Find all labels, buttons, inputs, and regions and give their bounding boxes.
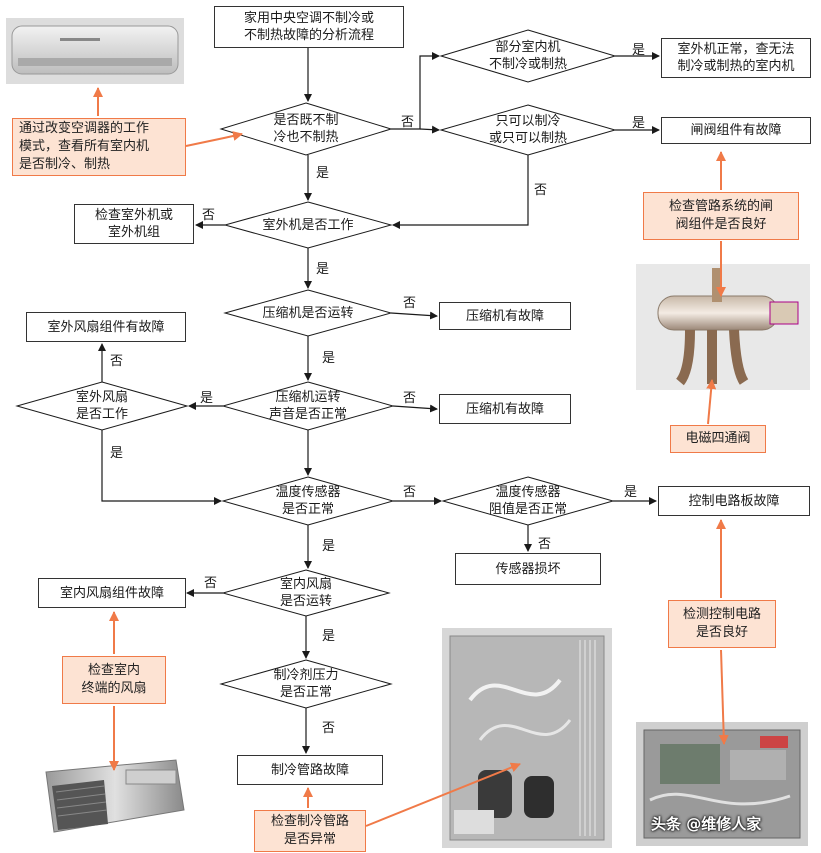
decision-compressor-running-text: 压缩机是否运转 xyxy=(262,305,354,321)
note-four-way-valve: 电磁四通阀 xyxy=(670,425,766,453)
note-check-indoor-fan: 检查室内 终端的风扇 xyxy=(62,656,166,704)
decision-partial-indoor-text: 部分室内机 不制冷或制热 xyxy=(488,40,567,72)
note-change-mode: 通过改变空调器的工作 模式，查看所有室内机 是否制冷、制热 xyxy=(12,118,186,176)
label-yes: 是 xyxy=(632,43,646,58)
note-check-pipe: 检查制冷管路 是否异常 xyxy=(254,810,366,852)
label-no: 否 xyxy=(322,721,336,736)
four-way-valve-photo xyxy=(636,264,810,390)
label-no: 否 xyxy=(202,208,216,223)
decision-partial-indoor xyxy=(439,29,617,83)
label-yes: 是 xyxy=(322,351,336,366)
result-outdoor-fan-fault: 室外风扇组件有故障 xyxy=(26,312,186,342)
label-yes: 是 xyxy=(200,391,214,406)
watermark-text: 头条 @维修人家 xyxy=(651,815,762,833)
result-indoor-fan-fault: 室内风扇组件故障 xyxy=(38,578,186,608)
label-yes: 是 xyxy=(110,446,124,461)
result-control-board-fault: 控制电路板故障 xyxy=(658,486,810,516)
note-check-circuit: 检测控制电路 是否良好 xyxy=(668,600,776,648)
label-yes: 是 xyxy=(322,539,336,554)
result-outdoor-ok: 室外机正常，查无法 制冷或制热的室内机 xyxy=(661,38,811,78)
result-check-outdoor: 检查室外机或 室外机组 xyxy=(74,204,194,244)
decision-outdoor-working-text: 室外机是否工作 xyxy=(262,217,354,233)
label-no: 否 xyxy=(403,485,417,500)
flow-title-box: 家用中央空调不制冷或 不制热故障的分析流程 xyxy=(214,6,404,48)
decision-only-one-mode-text: 只可以制冷 或只可以制热 xyxy=(488,114,567,146)
label-yes: 是 xyxy=(624,485,638,500)
result-compressor-fault-2: 压缩机有故障 xyxy=(439,394,571,424)
label-yes: 是 xyxy=(316,166,330,181)
result-sensor-damaged: 传感器损坏 xyxy=(455,553,601,585)
label-yes: 是 xyxy=(632,116,646,131)
callout-arrows xyxy=(93,87,729,827)
label-yes: 是 xyxy=(316,262,330,277)
decision-temp-sensor-text: 温度传感器 是否正常 xyxy=(275,485,341,517)
label-no: 否 xyxy=(204,576,218,591)
control-board-photo xyxy=(636,722,808,846)
label-no: 否 xyxy=(534,183,548,198)
label-yes: 是 xyxy=(322,629,336,644)
decision-indoor-fan-text: 室内风扇 是否运转 xyxy=(279,577,332,609)
outdoor-unit-interior-photo xyxy=(442,628,612,848)
result-pipe-fault: 制冷管路故障 xyxy=(237,755,383,785)
label-no: 否 xyxy=(403,296,417,311)
decision-outdoor-fan-text: 室外风扇 是否工作 xyxy=(75,390,128,422)
flow-connectors xyxy=(98,48,660,754)
indoor-fan-unit-photo xyxy=(40,754,190,844)
label-no: 否 xyxy=(401,115,415,130)
decision-refrigerant-pressure-text: 制冷剂压力 是否正常 xyxy=(273,668,339,700)
decision-both-no xyxy=(219,102,393,156)
decision-compressor-sound-text: 压缩机运转 声音是否正常 xyxy=(268,390,347,422)
decision-both-no-text: 是否既不制 冷也不制热 xyxy=(273,113,339,145)
indoor-ac-unit-photo xyxy=(6,18,184,84)
result-valve-fault: 闸阀组件有故障 xyxy=(661,117,811,144)
result-compressor-fault-1: 压缩机有故障 xyxy=(439,302,571,330)
label-no: 否 xyxy=(538,537,552,552)
decision-sensor-resistance-text: 温度传感器 阻值是否正常 xyxy=(488,485,567,517)
note-check-valve: 检查管路系统的闸 阀组件是否良好 xyxy=(643,192,799,240)
label-no: 否 xyxy=(110,354,124,369)
label-no: 否 xyxy=(403,391,417,406)
